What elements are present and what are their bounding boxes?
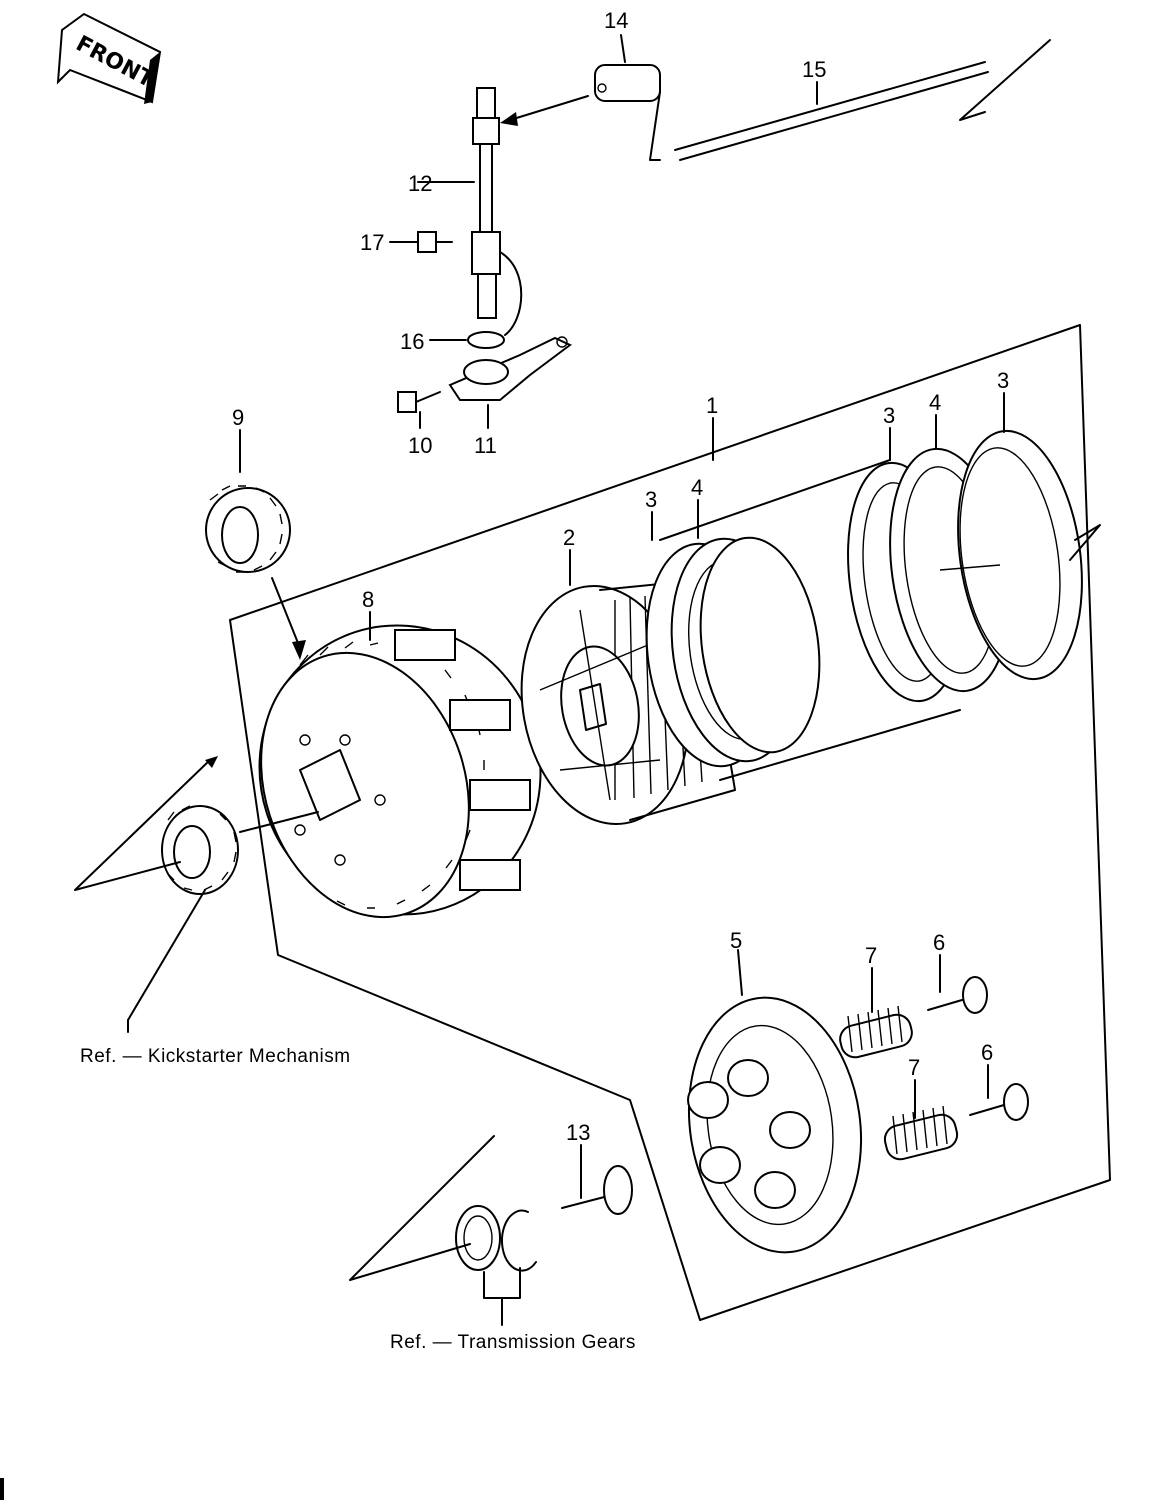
part-9-gear [205,485,291,573]
part-10-bolt [397,391,441,413]
callout-5: 5 [730,928,742,953]
part-8-clutch-housing [258,624,542,919]
callout-4-front: 4 [691,475,703,500]
callout-1: 1 [706,393,718,418]
part-12-release-shaft [471,87,501,319]
assembly-outline [229,324,1111,1321]
callout-17: 17 [360,230,384,255]
part-7-spring-upper [839,1005,913,1059]
front-direction-badge: FRONT [56,12,162,104]
part-5-pressure-plate [687,996,863,1254]
part-11-release-lever [448,336,572,401]
ref-transmission: Ref. — Transmission Gears [390,1332,636,1353]
part-7-spring-lower [883,1105,959,1161]
callout-8: 8 [362,587,374,612]
part-14-pin [594,64,661,102]
callout-4-rear: 4 [929,390,941,415]
callout-7-lower: 7 [908,1055,920,1080]
ref-kickstarter: Ref. — Kickstarter Mechanism [80,1046,351,1067]
part-6-bolt-lower [969,1083,1029,1121]
part-16-o-ring [467,331,505,349]
part-15-push-rod [674,61,989,161]
callout-16: 16 [400,329,424,354]
callout-6-lower: 6 [981,1040,993,1065]
transmission-circlips [455,1205,537,1272]
callout-14: 14 [604,8,628,33]
callout-10: 10 [408,433,432,458]
part-6-bolt-upper [927,976,988,1014]
callout-15: 15 [802,57,826,82]
callout-6-upper: 6 [933,930,945,955]
callout-7-upper: 7 [865,943,877,968]
kickstarter-gear [161,805,239,895]
callout-9: 9 [232,405,244,430]
callout-2: 2 [563,525,575,550]
plate-stack-front [645,536,821,768]
callout-12: 12 [408,171,432,196]
part-17-screw [417,231,453,253]
callout-11: 11 [474,433,497,458]
callout-3-middle: 3 [883,403,895,428]
part-13-push-rod [561,1165,633,1215]
callout-3-rear: 3 [997,368,1009,393]
plate-stack-rear [847,429,1083,703]
callout-13: 13 [566,1120,590,1145]
callout-3-front: 3 [645,487,657,512]
